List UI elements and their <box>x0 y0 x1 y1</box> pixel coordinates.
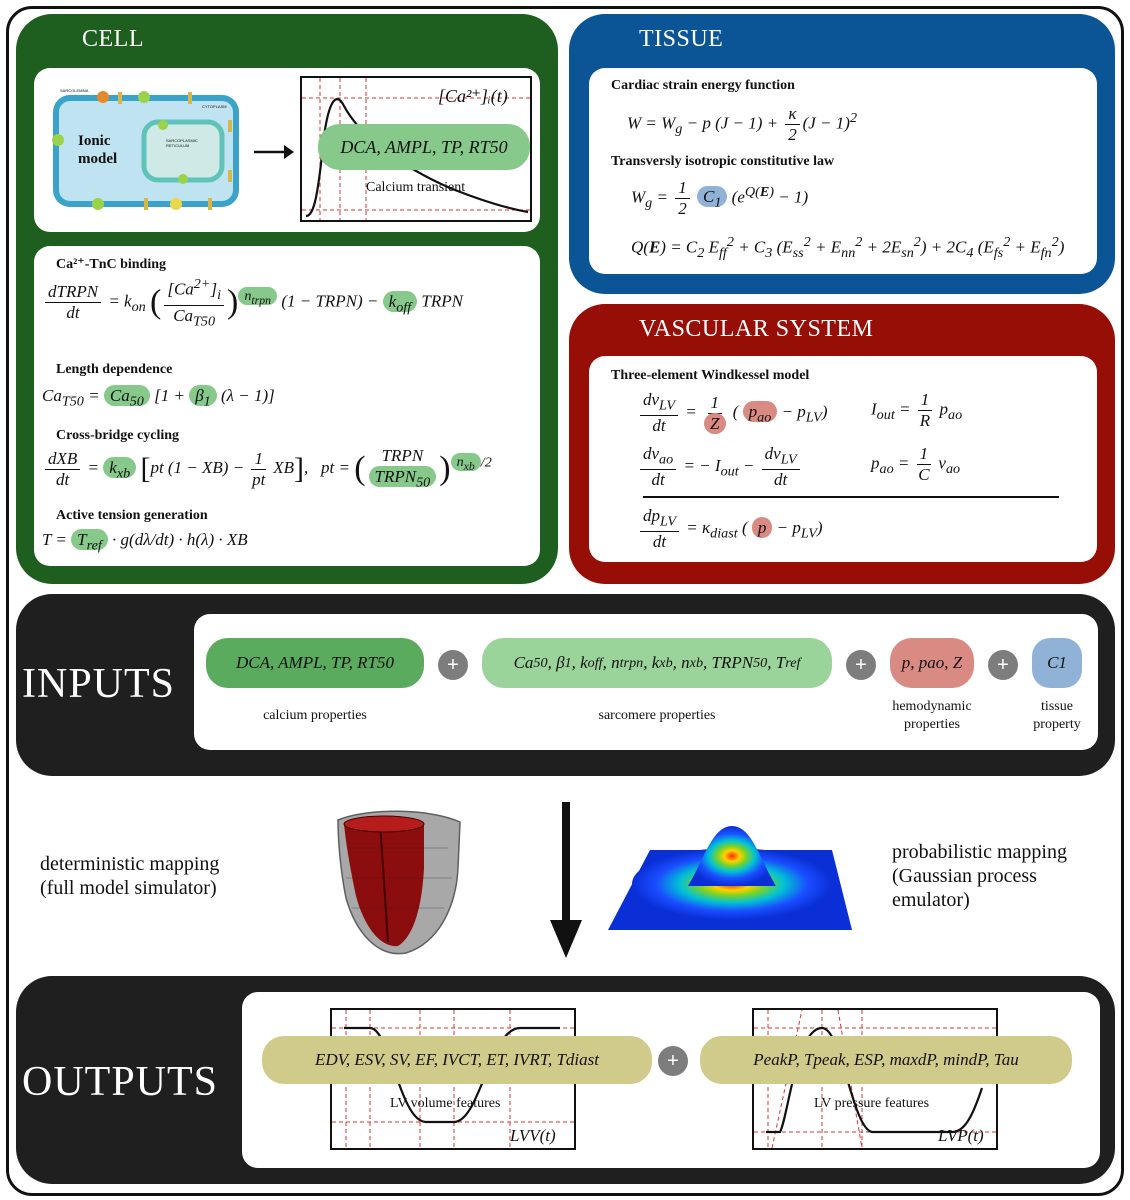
ionic-model-diagram <box>52 91 239 210</box>
tissue-card: Cardiac strain energy function W = Wg − … <box>589 68 1097 274</box>
outputs-panel: OUTPUTS EDV, ESV, SV, EF, IVCT, ET, IVRT… <box>16 976 1115 1184</box>
calcium-plot-label: [Ca²⁺]ᵢ(t) <box>438 86 508 106</box>
arrow-right-icon <box>254 145 294 159</box>
outputs-title: OUTPUTS <box>22 1059 219 1105</box>
volume-caption: LV volume features <box>390 1096 501 1111</box>
input-tissue-pill: C1 <box>1032 638 1082 688</box>
input-calcium-caption: calcium properties <box>263 708 367 723</box>
length-heading: Length dependence <box>56 362 173 377</box>
law-heading: Transversly isotropic constitutive law <box>611 154 835 169</box>
tension-equation: T = Tref · g(dλ/dt) · h(λ) · XB <box>42 529 248 554</box>
tissue-panel: TISSUE Cardiac strain energy function W … <box>569 14 1115 294</box>
inputs-title: INPUTS <box>22 661 176 707</box>
pressure-plot-label: LVP(t) <box>938 1126 984 1145</box>
outputs-card: EDV, ESV, SV, EF, IVCT, ET, IVRT, Tdiast… <box>242 992 1100 1168</box>
cell-ionic-card: SARCOLEMMA CYTOPLASM SARCOPLASMIC RETICU… <box>34 68 540 232</box>
ionic-tiny-sr: SARCOPLASMIC RETICULUM <box>166 138 198 148</box>
arrow-down-icon <box>550 802 582 958</box>
probabilistic-mapping-label: probabilistic mapping (Gaussian process … <box>892 841 1067 911</box>
inputs-card: DCA, AMPL, TP, RT50 calcium properties +… <box>194 614 1098 750</box>
xb-heading: Cross-bridge cycling <box>56 428 180 443</box>
q-equation: Q(E) = C2 Eff2 + C3 (Ess2 + Enn2 + 2Esn2… <box>631 234 1065 262</box>
volume-plot-label: LVV(t) <box>510 1126 556 1145</box>
input-tissue-caption: tissue property <box>1033 699 1081 732</box>
tissue-title: TISSUE <box>639 26 724 52</box>
pressure-caption: LV pressure features <box>814 1096 930 1111</box>
input-sarcomere-caption: sarcomere properties <box>598 708 716 723</box>
pressure-features-pill: PeakP, Tpeak, ESP, maxdP, mindP, Tau <box>700 1036 1072 1084</box>
length-equation: CaT50 = Ca50 [1 + β1 (λ − 1)] <box>42 385 275 410</box>
plus-icon: + <box>438 650 468 680</box>
strain-heading: Cardiac strain energy function <box>611 78 795 93</box>
cell-panel: CELL SARCOLEMMA CYTOPLASM SARCOPLASMIC R… <box>16 14 558 584</box>
input-hemo-caption: hemodynamic properties <box>892 699 972 732</box>
calcium-features-pill: DCA, AMPL, TP, RT50 <box>318 124 530 170</box>
cell-title: CELL <box>82 26 144 52</box>
tnc-heading: Ca²⁺-TnC binding <box>56 257 167 272</box>
calcium-transient-caption: Calcium transient <box>366 180 466 195</box>
ionic-model-label: Ionic model <box>78 133 118 167</box>
plus-icon: + <box>988 650 1018 680</box>
vascular-title: VASCULAR SYSTEM <box>639 316 874 342</box>
input-hemo-pill: p, pao, Z <box>890 638 974 688</box>
ionic-tiny-sarcolemma: SARCOLEMMA <box>60 88 89 93</box>
input-calcium-pill: DCA, AMPL, TP, RT50 <box>206 638 424 688</box>
gaussian-process-image <box>608 826 852 930</box>
vascular-panel: VASCULAR SYSTEM Three-element Windkessel… <box>569 304 1115 584</box>
volume-features-pill: EDV, ESV, SV, EF, IVCT, ET, IVRT, Tdiast <box>262 1036 652 1084</box>
tension-heading: Active tension generation <box>56 508 208 523</box>
windkessel-divider <box>643 496 1059 498</box>
deterministic-mapping-label: deterministic mapping (full model simula… <box>40 853 220 899</box>
plus-icon: + <box>658 1046 688 1076</box>
ionic-tiny-cytoplasm: CYTOPLASM <box>202 104 227 109</box>
plus-icon: + <box>846 650 876 680</box>
windkessel-heading: Three-element Windkessel model <box>611 368 810 383</box>
inputs-panel: INPUTS DCA, AMPL, TP, RT50 calcium prope… <box>16 594 1115 776</box>
heart-model-image <box>337 810 461 955</box>
